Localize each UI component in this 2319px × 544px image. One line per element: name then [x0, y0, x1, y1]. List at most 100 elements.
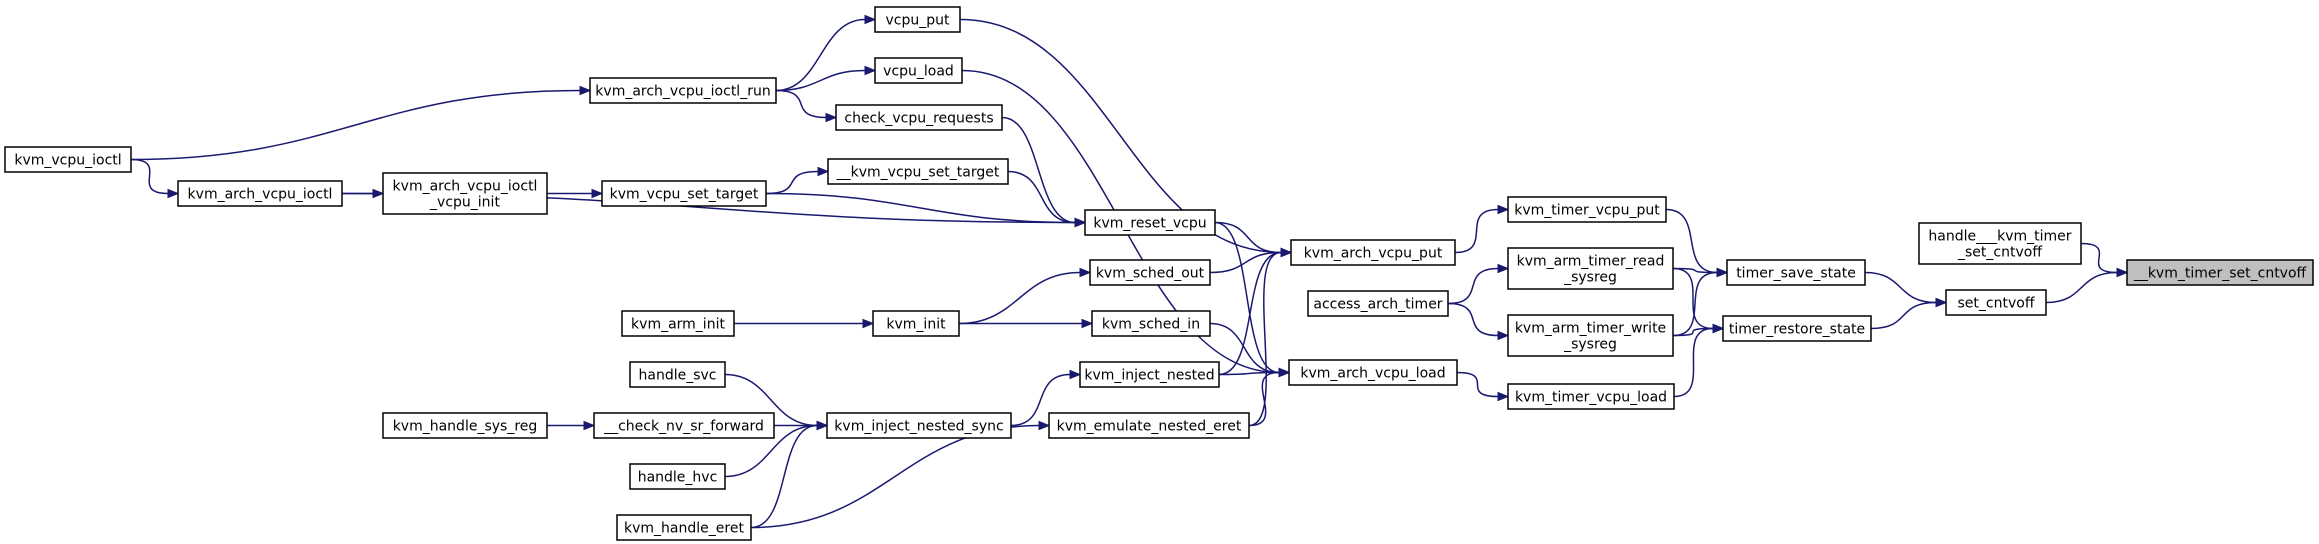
node-label: __kvm_timer_set_cntvoff: [2133, 266, 2307, 282]
function-node-kvm-emulate-nested-eret[interactable]: kvm_emulate_nested_eret: [1048, 412, 1250, 439]
call-edge: [1454, 204, 1510, 254]
call-edge: [1447, 302, 1510, 341]
node-box: [629, 463, 726, 490]
node-box: [1288, 359, 1458, 386]
node-label: kvm_handle_sys_reg: [393, 419, 538, 435]
function-node-kvm-vcpu-set-target[interactable]: kvm_vcpu_set_target: [601, 180, 767, 207]
edge-line: [765, 192, 1076, 224]
arrowhead-icon: [1069, 369, 1082, 380]
node-box: [1726, 259, 1866, 286]
call-edge: [1870, 297, 1948, 330]
edge-line: [1214, 221, 1282, 254]
node-box: [1507, 383, 1675, 410]
edge-line: [1447, 302, 1499, 337]
function-node-kvm-arm-timer-read-sysreg[interactable]: kvm_arm_timer_read_sysreg: [1507, 247, 1674, 290]
call-edge: [775, 65, 877, 92]
node-label: kvm_timer_vcpu_load: [1515, 390, 1667, 406]
node-box: [1507, 247, 1674, 290]
node-box: [827, 158, 1009, 185]
function-node-kvm-inject-nested[interactable]: kvm_inject_nested: [1079, 361, 1220, 388]
edge-line: [1870, 301, 1937, 330]
edge-line: [1010, 373, 1071, 427]
function-node-timer-restore-state[interactable]: timer_restore_state: [1722, 315, 1872, 342]
function-node-kvm-vcpu-set-target[interactable]: __kvm_vcpu_set_target: [827, 158, 1009, 185]
call-edge: [2045, 267, 2129, 304]
function-node-kvm-arch-vcpu-ioctl-run[interactable]: kvm_arch_vcpu_ioctl_run: [589, 77, 777, 104]
node-label: kvm_arch_vcpu_load: [1300, 366, 1445, 382]
function-node-kvm-arm-init[interactable]: kvm_arm_init: [621, 310, 735, 337]
edge-line: [1665, 208, 1718, 274]
function-node-kvm-timer-set-cntvoff[interactable]: __kvm_timer_set_cntvoff: [2126, 259, 2314, 286]
edge-line: [1214, 221, 1280, 374]
node-box: [1722, 315, 1872, 342]
arrowhead-icon: [1038, 420, 1051, 431]
arrowhead-icon: [1497, 263, 1510, 274]
call-edge: [1456, 371, 1510, 402]
edge-line: [724, 373, 818, 427]
edge-line: [1864, 271, 1937, 304]
node-label: vcpu_put: [886, 13, 951, 29]
node-label: kvm_vcpu_set_target: [610, 187, 759, 203]
edge-line: [1672, 327, 1714, 337]
function-node-timer-save-state[interactable]: timer_save_state: [1726, 259, 1866, 286]
function-node-check-nv-sr-forward[interactable]: __check_nv_sr_forward: [593, 412, 775, 439]
function-node-handle-hvc[interactable]: handle_hvc: [629, 463, 726, 490]
node-label: kvm_arch_vcpu_ioctl_run: [595, 84, 770, 100]
function-node-kvm-arch-vcpu-ioctl-vcpu-init[interactable]: kvm_arch_vcpu_ioctl_vcpu_init: [382, 172, 548, 215]
node-box: [629, 361, 726, 388]
function-node-handle-kvm-timer-set-cntvoff[interactable]: handle___kvm_timer_set_cntvoff: [1918, 222, 2082, 265]
node-box: [382, 172, 548, 215]
function-node-kvm-arch-vcpu-put[interactable]: kvm_arch_vcpu_put: [1290, 239, 1456, 266]
node-label: access_arch_timer: [1313, 297, 1442, 313]
node-label: kvm_sched_in: [1102, 317, 1200, 333]
arrowhead-icon: [1497, 204, 1510, 215]
function-node-kvm-reset-vcpu[interactable]: kvm_reset_vcpu: [1084, 209, 1216, 236]
function-node-kvm-arm-timer-write-sysreg[interactable]: kvm_arm_timer_write_sysreg: [1507, 314, 1674, 357]
call-edge: [958, 267, 1092, 325]
call-edge: [775, 14, 877, 92]
node-label: _sysreg: [1563, 337, 1617, 353]
edge-line: [1673, 327, 1714, 398]
node-label: kvm_reset_vcpu: [1093, 216, 1206, 232]
node-box: [835, 104, 1003, 131]
function-node-kvm-init[interactable]: kvm_init: [872, 310, 960, 337]
edge-line: [1456, 371, 1499, 398]
function-node-access-arch-timer[interactable]: access_arch_timer: [1307, 290, 1449, 317]
node-label: check_vcpu_requests: [844, 111, 993, 127]
function-node-set-cntvoff[interactable]: set_cntvoff: [1945, 289, 2047, 316]
function-node-vcpu-put[interactable]: vcpu_put: [874, 6, 961, 33]
function-node-kvm-arch-vcpu-ioctl[interactable]: kvm_arch_vcpu_ioctl: [177, 180, 343, 207]
call-edge: [130, 158, 180, 199]
node-label: _sysreg: [1563, 270, 1617, 286]
call-edge: [1248, 367, 1291, 427]
function-node-kvm-sched-in[interactable]: kvm_sched_in: [1091, 310, 1211, 337]
edge-line: [1248, 251, 1282, 427]
call-edges: [130, 14, 2129, 529]
node-box: [1290, 239, 1456, 266]
node-box: [874, 57, 963, 84]
function-node-kvm-arch-vcpu-load[interactable]: kvm_arch_vcpu_load: [1288, 359, 1458, 386]
arrowhead-icon: [862, 318, 875, 329]
edge-line: [959, 18, 1282, 254]
node-box: [1089, 259, 1211, 286]
node-box: [826, 412, 1012, 439]
arrowhead-icon: [1280, 247, 1293, 258]
node-box: [872, 310, 960, 337]
edge-line: [1248, 371, 1280, 427]
arrowhead-icon: [864, 65, 877, 76]
function-node-kvm-timer-vcpu-load[interactable]: kvm_timer_vcpu_load: [1507, 383, 1675, 410]
function-node-handle-svc[interactable]: handle_svc: [629, 361, 726, 388]
node-label: timer_restore_state: [1729, 322, 1865, 338]
function-node-vcpu-load[interactable]: vcpu_load: [874, 57, 963, 84]
edge-line: [765, 170, 819, 195]
edge-line: [2080, 242, 2118, 274]
function-node-kvm-sched-out[interactable]: kvm_sched_out: [1089, 259, 1211, 286]
function-node-check-vcpu-requests[interactable]: check_vcpu_requests: [835, 104, 1003, 131]
function-node-kvm-vcpu-ioctl[interactable]: kvm_vcpu_ioctl: [4, 146, 132, 173]
edge-line: [1007, 170, 1076, 224]
function-node-kvm-timer-vcpu-put[interactable]: kvm_timer_vcpu_put: [1507, 196, 1667, 223]
function-node-kvm-handle-eret[interactable]: kvm_handle_eret: [616, 514, 752, 541]
arrowhead-icon: [2116, 267, 2129, 278]
function-node-kvm-handle-sys-reg[interactable]: kvm_handle_sys_reg: [382, 412, 548, 439]
function-node-kvm-inject-nested-sync[interactable]: kvm_inject_nested_sync: [826, 412, 1012, 439]
